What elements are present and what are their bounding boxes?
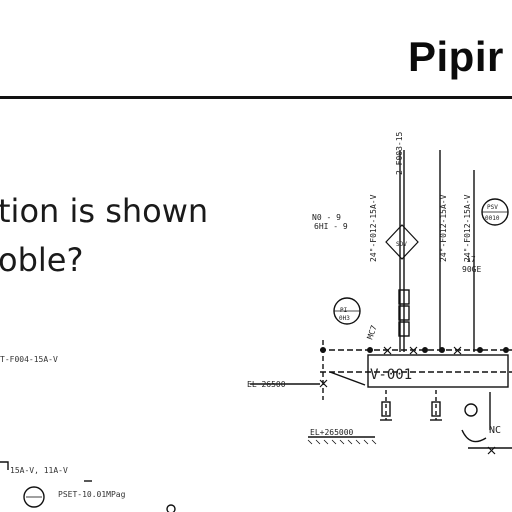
line-label-1: 24"-F012-15A-V (369, 194, 378, 262)
line-label-2: 24"-F012-15A-V (439, 194, 448, 262)
pi-tag: PI (340, 307, 348, 314)
elevation-1: EL 26500 (247, 380, 286, 389)
body-text-line-2: oble? (0, 241, 84, 279)
line-label-top: 2-F003-15 (395, 131, 404, 175)
mc7-label: MC7 (365, 324, 378, 341)
body-text-line-1: tion is shown (0, 192, 209, 230)
line-label-3: 24"-F012-15A-V (463, 194, 472, 262)
title-rule (0, 96, 512, 99)
note-no9: N0 - 9 (312, 213, 341, 222)
svg-text:90GE: 90GE (462, 265, 481, 274)
svg-text:0H3: 0H3 (339, 315, 350, 322)
line-spec-fragment: T-F004-15A-V (0, 355, 58, 364)
elevation-2: EL+265000 (310, 428, 354, 437)
pipe-spec-fragment: 15A-V, 11A-V (10, 466, 68, 475)
svg-text:17: 17 (466, 255, 476, 264)
svg-text:0010: 0010 (485, 215, 500, 222)
note-6hi: 6HI - 9 (314, 222, 348, 231)
slide-title: Pipir (408, 33, 504, 80)
set-pressure-label: PSET-10.01MPag (58, 490, 126, 499)
svg-text:NC: NC (489, 425, 501, 436)
sdv-tag: SDV (396, 241, 407, 248)
psv-tag: PSV (487, 204, 498, 211)
vessel-tag: V-001 (370, 367, 412, 383)
